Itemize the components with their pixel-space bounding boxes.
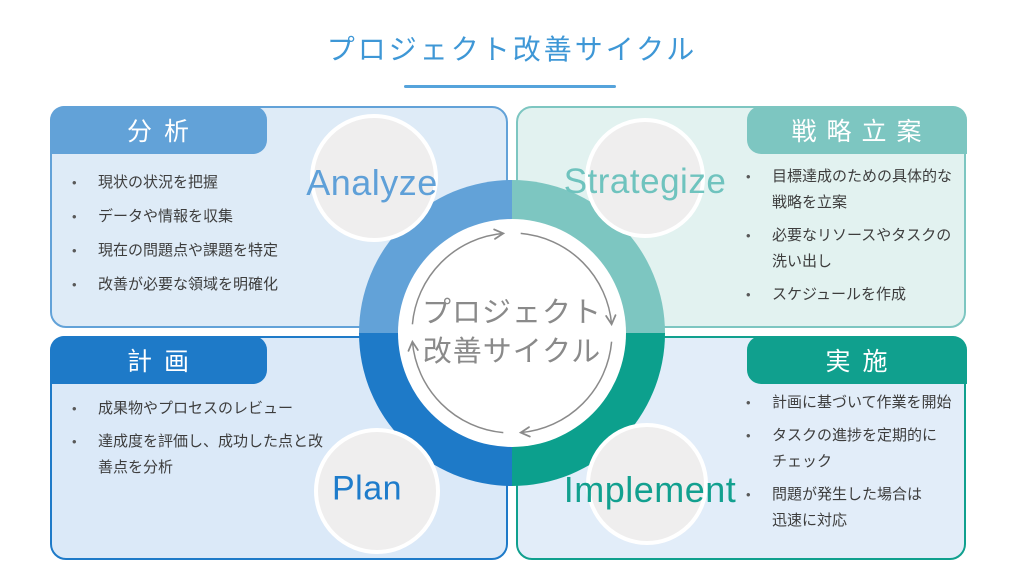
bullet-text: タスクの進捗を定期的に チェック [772, 427, 938, 470]
bullet-icon: • [746, 287, 751, 302]
list-item: • データや情報を収集 [68, 204, 490, 230]
list-item: • 目標達成のための具体的な 戦略を立案 [742, 164, 960, 216]
bullet-text: 現在の問題点や課題を特定 [98, 242, 279, 259]
bullet-text: 計画に基づいて作業を開始 [772, 394, 952, 411]
word-implement: Implement [563, 469, 737, 510]
list-item: • 現在の問題点や課題を特定 [68, 238, 490, 264]
list-item: • 成果物やプロセスのレビュー [68, 396, 496, 422]
list-item: • 改善が必要な領域を明確化 [68, 272, 490, 298]
bullet-icon: • [746, 487, 751, 502]
halo-circle-strategize [585, 118, 705, 238]
bullet-icon: • [72, 401, 77, 416]
tab-implement: 実施 [746, 335, 967, 384]
list-item: • スケジュールを作成 [742, 282, 960, 308]
bullet-text: 改善が必要な領域を明確化 [98, 276, 279, 293]
title-underline [404, 85, 616, 88]
bullet-icon: • [72, 209, 77, 224]
bullet-icon: • [72, 175, 77, 190]
halo-circle-implement [586, 423, 708, 545]
list-item: • 問題が発生した場合は 迅速に対応 [742, 482, 962, 534]
word-plan: Plan [331, 469, 403, 508]
cycle-inner-circle [398, 219, 626, 447]
word-analyze: Analyze [306, 162, 438, 203]
bullet-icon: • [746, 169, 751, 184]
bullet-text: 達成度を評価し、成功した点と改 善点を分析 [98, 433, 324, 476]
list-item: • 必要なリソースやタスクの 洗い出し [742, 223, 960, 275]
bullet-text: 問題が発生した場合は 迅速に対応 [772, 486, 923, 529]
bullet-text: データや情報を収集 [98, 208, 234, 225]
bullet-icon: • [746, 395, 751, 410]
tab-plan: 計画 [49, 335, 267, 384]
page-title: プロジェクト改善サイクル [326, 34, 698, 65]
analyze-bullet-list: • 現状の状況を把握 • データや情報を収集 • 現在の問題点や課題を特定 • 改善が必… [68, 170, 490, 306]
bullet-text: 必要なリソースやタスクの 洗い出し [772, 227, 952, 270]
bullet-icon: • [72, 434, 77, 449]
implement-bullet-list: • 計画に基づいて作業を開始 • タスクの進捗を定期的に チェック • 問題が発生した… [742, 390, 962, 541]
list-item: • タスクの進捗を定期的に チェック [742, 423, 962, 475]
bullet-icon: • [746, 228, 751, 243]
strategize-bullet-list: • 目標達成のための具体的な 戦略を立案 • 必要なリソースやタスクの 洗い出し •… [742, 164, 960, 315]
bullet-icon: • [746, 428, 751, 443]
word-strategize: Strategize [563, 162, 727, 201]
bullet-icon: • [72, 243, 77, 258]
list-item: • 達成度を評価し、成功した点と改 善点を分析 [68, 429, 496, 481]
halo-circle-analyze [310, 114, 438, 242]
bullet-text: スケジュールを作成 [772, 286, 906, 303]
list-item: • 計画に基づいて作業を開始 [742, 390, 962, 416]
cycle-arrows-icon [407, 228, 617, 438]
bullet-text: 現状の状況を把握 [98, 174, 219, 191]
cycle-center-label: プロジェクト 改善サイクル [421, 297, 602, 368]
tab-analyze: 分析 [49, 105, 267, 154]
bullet-text: 成果物やプロセスのレビュー [98, 400, 294, 417]
plan-bullet-list: • 成果物やプロセスのレビュー • 達成度を評価し、成功した点と改 善点を分析 [68, 396, 496, 488]
tab-strategize: 戦略立案 [746, 105, 967, 154]
bullet-icon: • [72, 277, 77, 292]
list-item: • 現状の状況を把握 [68, 170, 490, 196]
halo-circle-plan [314, 428, 440, 554]
bullet-text: 目標達成のための具体的な 戦略を立案 [772, 168, 953, 211]
